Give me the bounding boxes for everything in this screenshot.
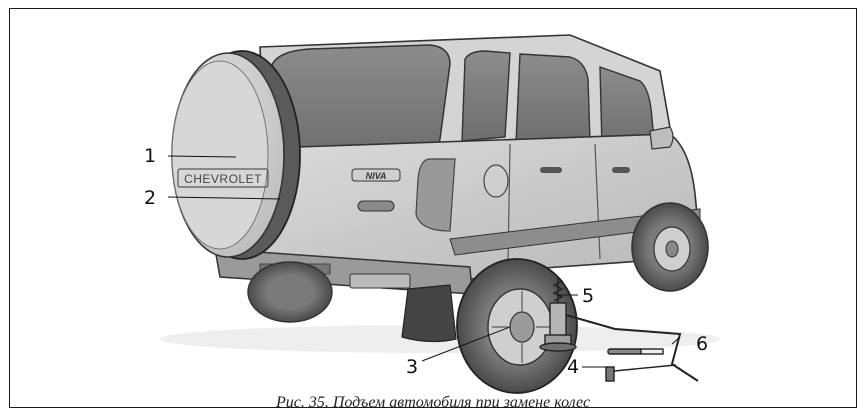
wheel-wrench (608, 349, 663, 354)
callout-5: 5 (582, 287, 594, 306)
side-window-middle (516, 54, 590, 143)
callout-4: 4 (567, 358, 579, 377)
tailgate-handle (358, 201, 394, 211)
fuel-door (484, 165, 508, 197)
niva-badge-text: NIVA (366, 171, 387, 181)
vehicle-illustration: NIVA CHEVROLET (10, 9, 857, 408)
spare-cover-logo-text: CHEVROLET (184, 172, 262, 186)
screwdriver (606, 365, 676, 381)
mud-flap (402, 285, 456, 342)
callout-1: 1 (144, 147, 156, 166)
rear-light (416, 159, 455, 231)
rear-left-wheel (248, 262, 332, 322)
figure-frame: NIVA CHEVROLET (9, 8, 857, 408)
callout-6: 6 (696, 335, 708, 354)
callout-2: 2 (144, 189, 156, 208)
door-handle (540, 167, 562, 173)
door-handle (612, 167, 630, 173)
callout-3: 3 (406, 358, 418, 377)
figure-caption: Рис. 35. Подъем автомобиля при замене ко… (10, 394, 856, 408)
side-window-rear (462, 51, 510, 141)
spare-wheel-cover-face (172, 61, 268, 249)
side-mirror (650, 127, 673, 149)
